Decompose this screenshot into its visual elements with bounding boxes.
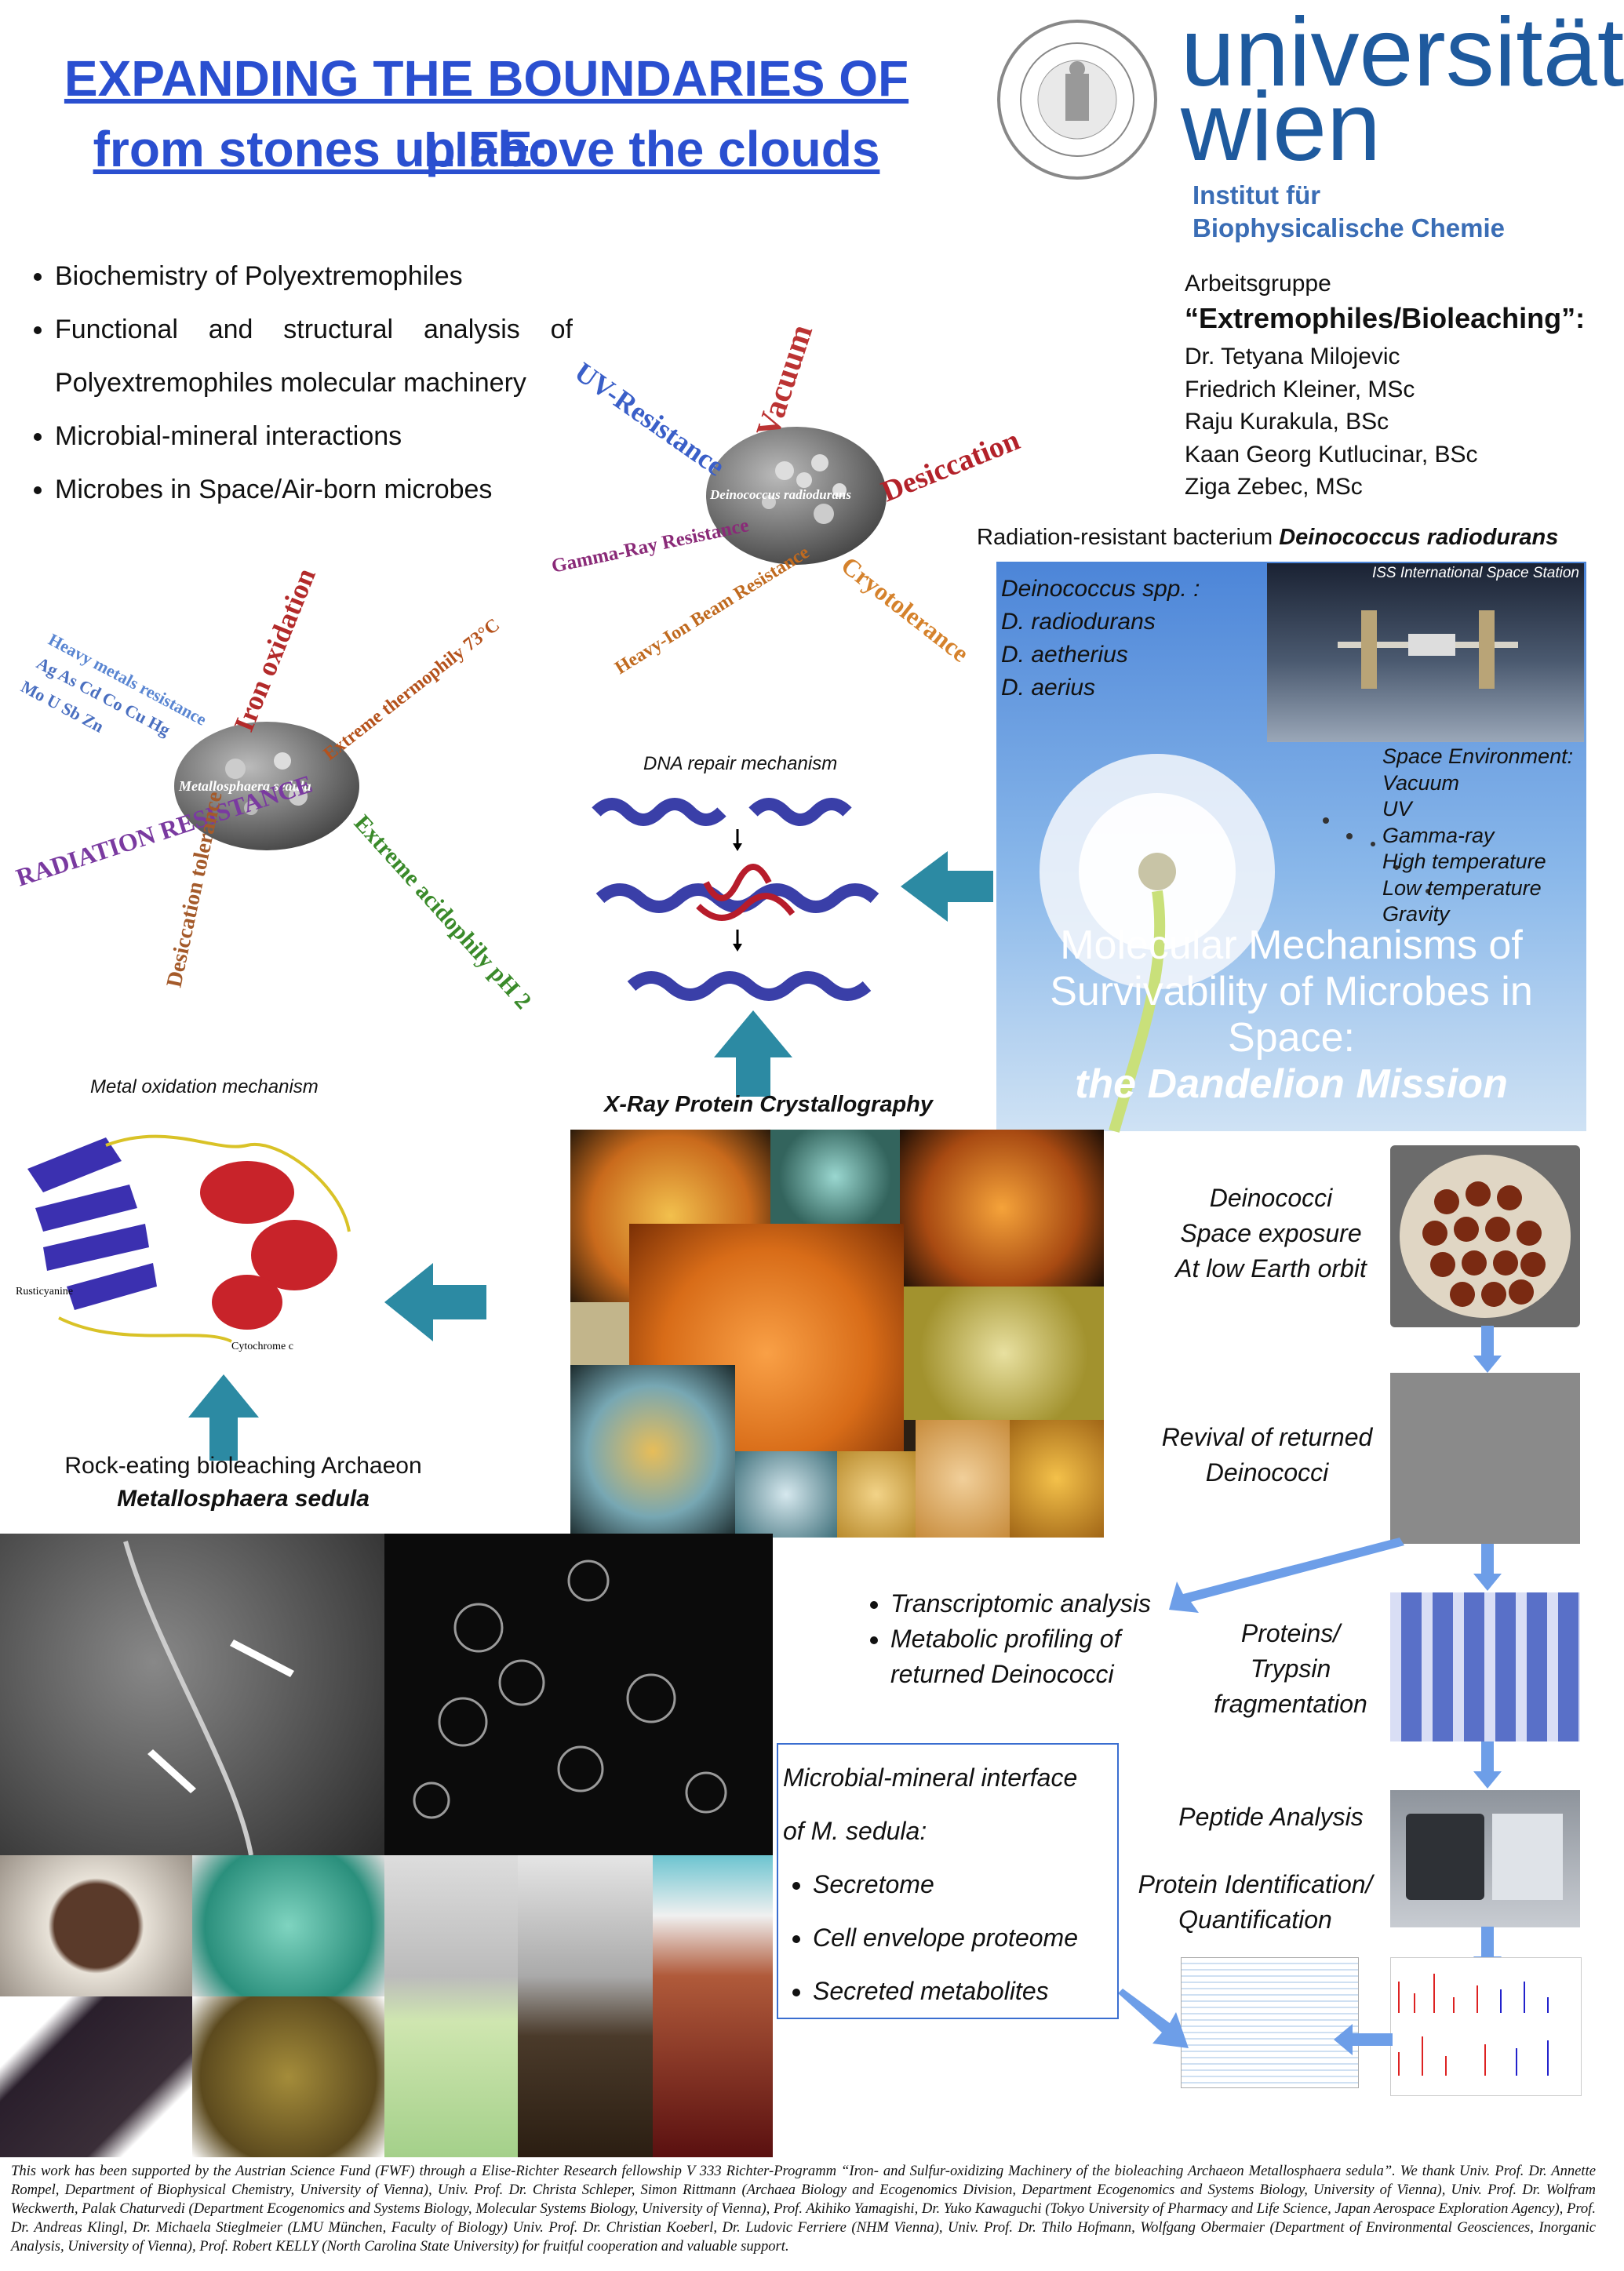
data-table-screenshot	[1181, 1957, 1359, 2088]
crystal-collage	[570, 1130, 1104, 1538]
interface-list: Secretome Cell envelope proteome Secrete…	[778, 1858, 1117, 2018]
mass-spectrometer-photo	[1390, 1790, 1580, 1927]
proteins-caption: Proteins/ Trypsin fragmentation	[1214, 1619, 1367, 1718]
dandelion-heading: Radiation-resistant bacterium Deinococcu…	[977, 525, 1559, 550]
exposure-photo	[1390, 1145, 1580, 1327]
crystal-photo	[916, 1420, 1010, 1538]
crystal-photo	[904, 1287, 1104, 1420]
cloud-word: Extreme acidophily pH 2	[349, 810, 537, 1014]
university-city: wien	[1181, 73, 1382, 181]
deinococcus-word-cloud: Deinococcus radiodurans UV-Resistance Va…	[550, 320, 1025, 679]
mission-title: Molecular Mechanisms of Survivability of…	[1050, 923, 1533, 1107]
cloud-word: Desiccation	[877, 424, 1025, 509]
member-name: Friedrich Kleiner, MSc	[1185, 376, 1415, 402]
cloud-word: Cryotolerance	[836, 551, 974, 668]
rusticyanine-label: Rusticyanine	[16, 1286, 73, 1297]
archaeon-caption: Rock-eating bioleaching Archaeon Metallo…	[64, 1453, 422, 1512]
analysis-list: Transcriptomic analysis Metabolic profil…	[859, 1586, 1151, 1692]
revival-caption: Revival of returned Deinococci	[1161, 1423, 1373, 1487]
dna-repair-label: DNA repair mechanism	[643, 753, 838, 774]
pyrite-photo	[192, 1996, 384, 2157]
cytochrome-label: Cytochrome c	[231, 1341, 293, 1352]
cloud-word: UV-Resistance	[569, 356, 730, 482]
protein-structure-image: Rusticyanine Cytochrome c	[16, 1134, 351, 1352]
crystal-photo	[837, 1451, 916, 1538]
acknowledgements: This work has been supported by the Aust…	[11, 2163, 1596, 2255]
sem-photo	[0, 1534, 384, 1856]
cloud-word: Heavy-Ion Beam Resistance	[611, 542, 813, 679]
cloud-word: Vacuum	[750, 320, 820, 442]
xray-label: X-Ray Protein Crystallography	[604, 1092, 933, 1117]
member-name: Raju Kurakula, BSc	[1185, 409, 1389, 435]
arrow-down-icon	[1473, 1741, 1502, 1789]
metallosphaera-word-cloud: Metallosphaera sedula Heavy metals resis…	[13, 564, 537, 1014]
crystal-photo	[1010, 1420, 1104, 1538]
crystal-photo	[900, 1130, 1104, 1287]
arrow-left-icon	[1334, 2024, 1393, 2055]
group-members: Dr. Tetyana Milojevic Friedrich Kleiner,…	[1185, 340, 1478, 504]
species-list: Deinococcus spp. : D. radiodurans D. aet…	[1001, 576, 1200, 701]
crystals-photo	[192, 1855, 384, 1996]
dandelion-panel: Deinococcus spp. : D. radiodurans D. aet…	[996, 562, 1586, 1133]
arrow-down-icon	[1473, 1326, 1502, 1373]
cloud-word: Gamma-Ray Resistance	[550, 515, 751, 577]
cloud-center-label: Deinococcus radiodurans	[709, 487, 851, 502]
bioreactor-photo	[518, 1855, 653, 2157]
university-name: universität	[1181, 0, 1624, 107]
crystal-photo	[770, 1130, 900, 1224]
poster-title-line1: EXPANDING THE BOUNDARIES OF LIFE:	[64, 50, 909, 177]
topic-item: Functional and structural analysis of Po…	[55, 303, 573, 409]
interface-box: Microbial-mineral interface of M. sedula…	[777, 1743, 1119, 2019]
deinococcus-micrograph	[706, 427, 887, 565]
crystal-photo	[735, 1451, 837, 1538]
cloud-word: Iron oxidation	[228, 564, 322, 736]
mortar-photo	[0, 1855, 192, 1996]
spectra-screenshot	[1390, 1957, 1582, 2096]
space-environment: Space Environment: Vacuum UV Gamma-ray H…	[1382, 744, 1574, 926]
dna-repair-diagram	[592, 798, 879, 1001]
institute-line1: Institut für	[1193, 180, 1321, 209]
cloud-word: Extreme thermophily 73°C	[320, 615, 504, 765]
arrow-diagonal-icon	[1169, 1538, 1404, 1613]
topics-list: Biochemistry of Polyextremophiles Functi…	[24, 249, 573, 516]
iss-label: ISS International Space Station	[1371, 565, 1579, 581]
arrow-left-icon	[901, 851, 993, 922]
interface-title: Microbial-mineral interface of M. sedula…	[783, 1763, 1078, 1845]
iss-photo: ISS International Space Station	[1267, 563, 1584, 742]
dandelion-illustration	[1040, 754, 1430, 1133]
poster-title-line2: from stones up above the clouds	[93, 121, 880, 177]
topic-item: Biochemistry of Polyextremophiles	[55, 249, 573, 303]
meteorite-photo	[0, 1996, 192, 2157]
arrow-down-icon	[1473, 1544, 1502, 1591]
gel-photo	[1390, 1592, 1580, 1741]
arrow-left-icon	[384, 1263, 486, 1341]
topic-item: Microbes in Space/Air-born microbes	[55, 463, 573, 516]
exposure-caption: Deinococci Space exposure At low Earth o…	[1175, 1184, 1367, 1283]
identification-caption: Protein Identification/ Quantification	[1138, 1870, 1373, 1934]
bioreactor-photo	[384, 1855, 518, 2157]
bottle-photo	[653, 1855, 773, 2157]
member-name: Dr. Tetyana Milojevic	[1185, 344, 1400, 369]
institute-line2: Biophysicalische Chemie	[1193, 213, 1505, 242]
member-name: Kaan Georg Kutlucinar, BSc	[1185, 441, 1478, 468]
microscopy-photo	[1390, 1373, 1580, 1544]
member-name: Ziga Zebec, MSc	[1185, 474, 1363, 500]
cloud-center-label: Metallosphaera sedula	[178, 778, 311, 794]
metal-oxidation-label: Metal oxidation mechanism	[90, 1076, 319, 1097]
crystal-photo	[570, 1302, 629, 1365]
group-label: Arbeitsgruppe	[1185, 271, 1331, 297]
fluorescence-photo	[384, 1534, 773, 1855]
university-seal-icon	[997, 20, 1157, 180]
group-name: “Extremophiles/Bioleaching”:	[1185, 302, 1586, 334]
peptide-caption: Peptide Analysis	[1178, 1803, 1364, 1831]
crystal-photo	[570, 1365, 735, 1538]
topic-item: Microbial-mineral interactions	[55, 409, 573, 463]
arrow-up-icon	[188, 1374, 259, 1461]
arrow-diagonal-icon	[1118, 1989, 1189, 2048]
arrow-up-icon	[714, 1010, 792, 1097]
metallosphaera-micrograph	[174, 722, 359, 850]
